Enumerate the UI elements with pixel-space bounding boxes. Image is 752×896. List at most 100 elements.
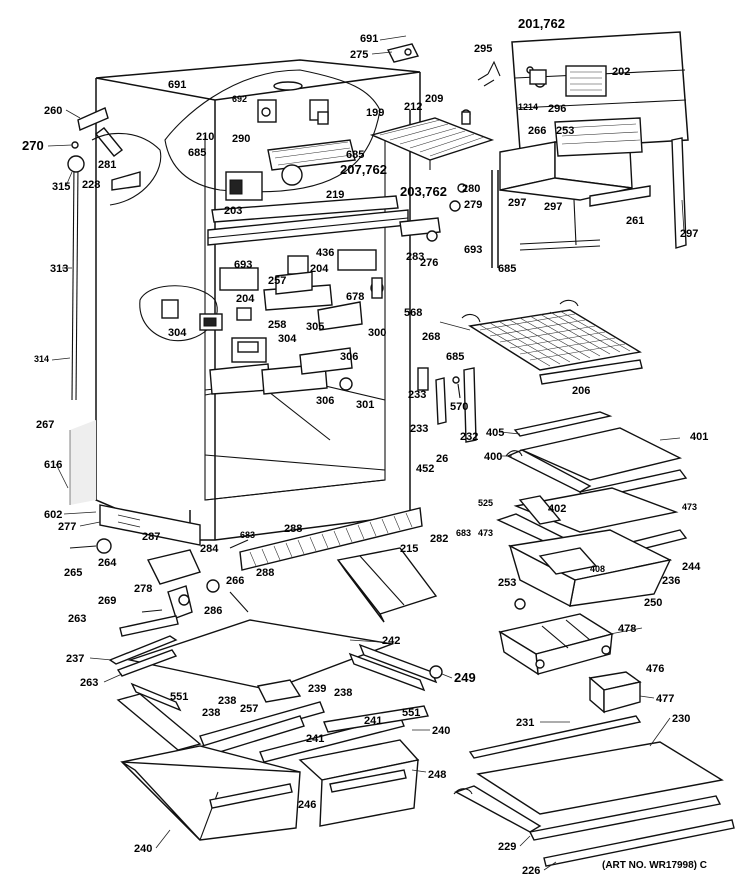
label-199: 199 (366, 107, 384, 119)
label-240b: 240 (134, 843, 152, 855)
snack-tray (498, 613, 614, 676)
label-288: 288 (284, 523, 302, 535)
crisper-drawers (120, 739, 420, 841)
label-287: 287 (142, 531, 160, 543)
label-268: 268 (422, 331, 440, 343)
label-525: 525 (478, 498, 493, 508)
label-275: 275 (350, 49, 368, 61)
label-314: 314 (34, 354, 49, 364)
rear-panel (491, 31, 689, 268)
label-297c: 297 (680, 228, 698, 240)
label-203: 203 (224, 205, 242, 217)
mid-components (139, 249, 384, 395)
label-408: 408 (590, 564, 605, 574)
label-229: 229 (498, 841, 516, 853)
label-290: 290 (232, 133, 250, 145)
label-401: 401 (690, 431, 708, 443)
label-691b: 691 (168, 79, 186, 91)
label-219: 219 (326, 189, 344, 201)
label-286: 286 (204, 605, 222, 617)
label-206: 206 (572, 385, 590, 397)
label-266b: 266 (226, 575, 244, 587)
label-260: 260 (44, 105, 62, 117)
label-210: 210 (196, 131, 214, 143)
label-228: 228 (82, 179, 100, 191)
label-295: 295 (474, 43, 492, 55)
label-238c: 238 (202, 707, 220, 719)
label-279: 279 (464, 199, 482, 211)
label-232: 232 (460, 431, 478, 443)
label-551b: 551 (402, 707, 420, 719)
label-257b: 257 (240, 703, 258, 715)
crisper-cover (108, 615, 443, 712)
label-473b: 473 (682, 502, 697, 512)
label-304a: 304 (168, 327, 187, 339)
label-304b: 304 (278, 333, 297, 345)
label-570: 570 (450, 401, 468, 413)
label-551a: 551 (170, 691, 188, 703)
label-301: 301 (356, 399, 374, 411)
label-315: 315 (52, 181, 70, 193)
label-313: 313 (50, 263, 68, 275)
part-labels: 691 275 295 201,762 202 1214 296 209 212… (22, 16, 708, 877)
label-201: 201,762 (518, 16, 565, 31)
label-236: 236 (662, 575, 680, 587)
label-693: 693 (464, 244, 482, 256)
label-478: 478 (618, 623, 636, 635)
label-241b: 241 (364, 715, 382, 727)
leader-lines (47, 35, 685, 871)
cabinet (69, 59, 421, 546)
label-204a: 204 (310, 263, 329, 275)
label-203b: 203,762 (400, 184, 447, 199)
label-305: 305 (306, 321, 324, 333)
freezer-rail (211, 183, 467, 242)
label-405: 405 (486, 427, 504, 439)
label-209: 209 (425, 93, 443, 105)
label-276: 276 (420, 257, 438, 269)
label-280: 280 (462, 183, 480, 195)
label-683b: 683 (240, 530, 255, 540)
label-264: 264 (98, 557, 117, 569)
label-473a: 473 (478, 528, 493, 538)
label-270: 270 (22, 138, 44, 153)
label-452: 452 (416, 463, 434, 475)
label-246: 246 (298, 799, 316, 811)
label-233a: 233 (408, 389, 426, 401)
label-241a: 241 (306, 733, 324, 745)
label-215: 215 (400, 543, 418, 555)
bottom-glass-shelf (453, 715, 735, 867)
label-237: 237 (66, 653, 84, 665)
label-249: 249 (454, 670, 476, 685)
lower-hardware (69, 538, 249, 619)
label-683: 683 (456, 528, 471, 538)
toe-grille (239, 507, 423, 571)
label-278: 278 (134, 583, 152, 595)
label-238b: 238 (218, 695, 236, 707)
label-693b: 693 (234, 259, 252, 271)
meat-pan (507, 529, 673, 610)
label-202: 202 (612, 66, 630, 78)
label-269: 269 (98, 595, 116, 607)
label-400: 400 (484, 451, 502, 463)
label-253b: 253 (498, 577, 516, 589)
label-616: 616 (44, 459, 62, 471)
wire-shelf (461, 299, 643, 385)
label-685a: 685 (498, 263, 516, 275)
label-691: 691 (360, 33, 378, 45)
label-267: 267 (36, 419, 54, 431)
label-231: 231 (516, 717, 534, 729)
shelf-supports (417, 367, 477, 443)
label-300: 300 (368, 327, 386, 339)
label-296: 296 (548, 103, 566, 115)
door-bin (336, 547, 438, 623)
label-26: 26 (436, 453, 448, 465)
top-small-parts (386, 43, 501, 125)
label-685c: 685 (346, 149, 364, 161)
label-477: 477 (656, 693, 674, 705)
small-container (588, 671, 642, 714)
label-678: 678 (346, 291, 364, 303)
crisper-frame (116, 693, 429, 763)
label-212: 212 (404, 101, 422, 113)
label-283a: 283 (406, 251, 424, 263)
label-306b: 306 (316, 395, 334, 407)
